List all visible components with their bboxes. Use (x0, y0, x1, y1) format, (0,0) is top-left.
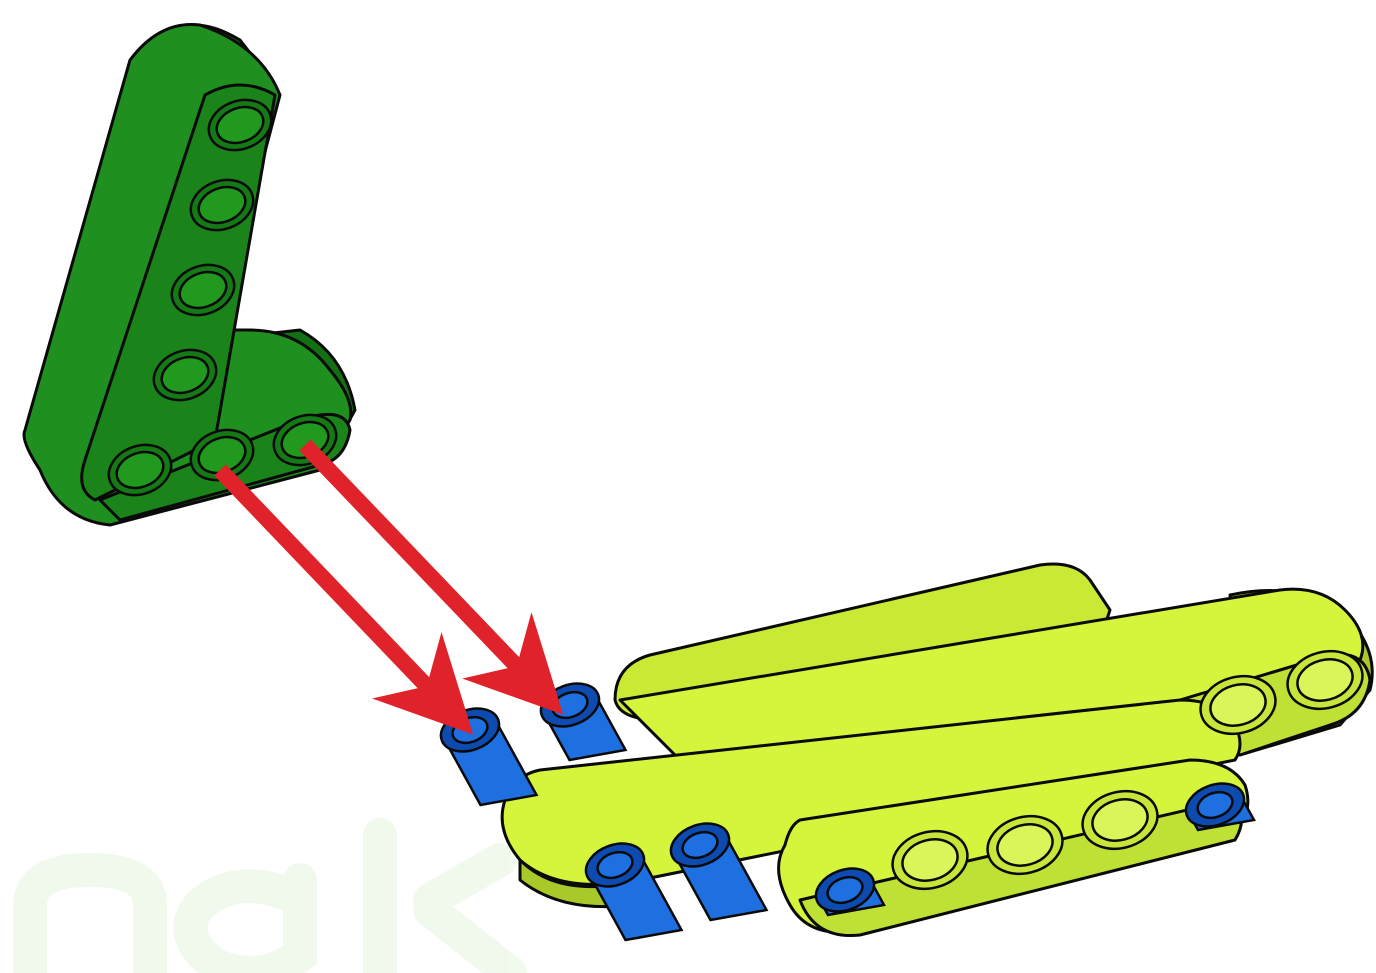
pin-end-inner (596, 850, 634, 880)
beam-hole-inner (1091, 798, 1149, 842)
beam-hole-inner (1296, 658, 1354, 702)
beam-hole-inner (215, 105, 265, 145)
arrow-right (299, 439, 564, 715)
beam-hole-inner (115, 450, 165, 490)
l-beam-holes (107, 98, 338, 497)
blue-pin-beam-end (814, 867, 886, 917)
beam-hole-inner (996, 823, 1054, 867)
blue-pins (439, 682, 1256, 942)
blue-pin-beam-far (1184, 782, 1256, 832)
pin-end-inner (826, 875, 864, 905)
blue-pin-lower-left (584, 842, 684, 942)
pin-end-inner (1196, 790, 1234, 820)
lime-beam-holes (891, 649, 1364, 891)
arrow-left (214, 464, 474, 735)
beam-hole-inner (1209, 683, 1267, 727)
blue-pin-upper-right (539, 682, 628, 762)
pin-end-inner (681, 830, 719, 860)
beam-hole-inner (901, 838, 959, 882)
beam-hole-inner (178, 270, 228, 310)
blue-pin-lower-right (669, 822, 769, 922)
beam-hole-inner (160, 355, 210, 395)
blue-pin-upper-left (439, 707, 539, 807)
beam-hole-inner (197, 185, 247, 225)
watermark (13, 818, 527, 973)
insertion-arrows (214, 439, 564, 735)
